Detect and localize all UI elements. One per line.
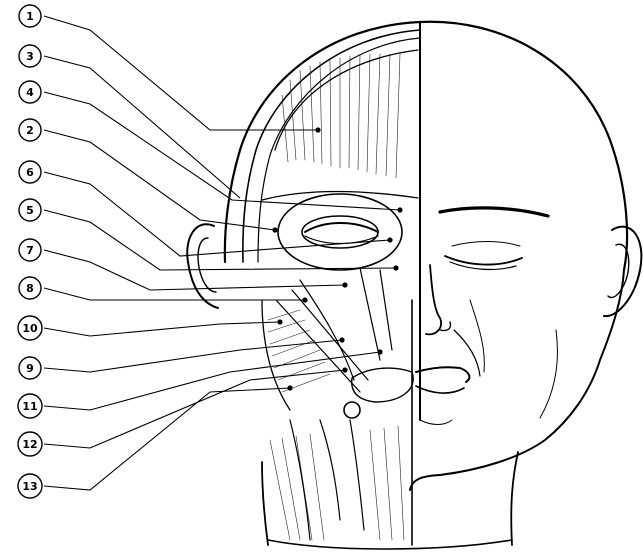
leader-line-3 — [44, 56, 240, 198]
label-13: 13 — [18, 474, 42, 498]
head-outline — [225, 22, 627, 549]
label-11-text: 11 — [22, 400, 37, 413]
label-1: 1 — [19, 5, 41, 27]
label-4: 4 — [19, 81, 41, 103]
label-11: 11 — [18, 394, 42, 418]
dissected-muscles — [262, 50, 418, 540]
label-2-text: 2 — [26, 124, 34, 137]
label-6-text: 6 — [26, 166, 34, 179]
label-10: 10 — [18, 316, 42, 340]
label-4-text: 4 — [26, 86, 34, 99]
label-9-text: 9 — [26, 362, 34, 375]
label-1-text: 1 — [26, 10, 34, 23]
right-ear — [604, 227, 641, 316]
leader-line-5 — [44, 210, 396, 270]
leader-line-2 — [44, 130, 275, 230]
label-10-text: 10 — [22, 322, 38, 335]
label-9: 9 — [19, 357, 41, 379]
left-ear — [187, 224, 218, 308]
label-12-text: 12 — [22, 438, 37, 451]
label-12: 12 — [18, 432, 42, 456]
leader-line-13 — [44, 388, 290, 490]
label-7-text: 7 — [26, 244, 34, 257]
leader-line-9 — [44, 340, 342, 372]
label-5: 5 — [19, 199, 41, 221]
right-face-features — [416, 208, 557, 425]
label-3-text: 3 — [26, 50, 34, 63]
label-8: 8 — [19, 277, 41, 299]
label-5-text: 5 — [26, 204, 34, 217]
label-3: 3 — [19, 45, 41, 67]
leader-line-11 — [44, 352, 380, 410]
label-2: 2 — [19, 119, 41, 141]
label-7: 7 — [19, 239, 41, 261]
leader-line-4 — [44, 92, 400, 210]
leader-line-1 — [44, 16, 318, 130]
leader-line-10 — [44, 322, 280, 336]
leader-lines — [44, 16, 400, 490]
label-13-text: 13 — [22, 480, 37, 493]
label-8-text: 8 — [26, 282, 34, 295]
label-6: 6 — [19, 161, 41, 183]
